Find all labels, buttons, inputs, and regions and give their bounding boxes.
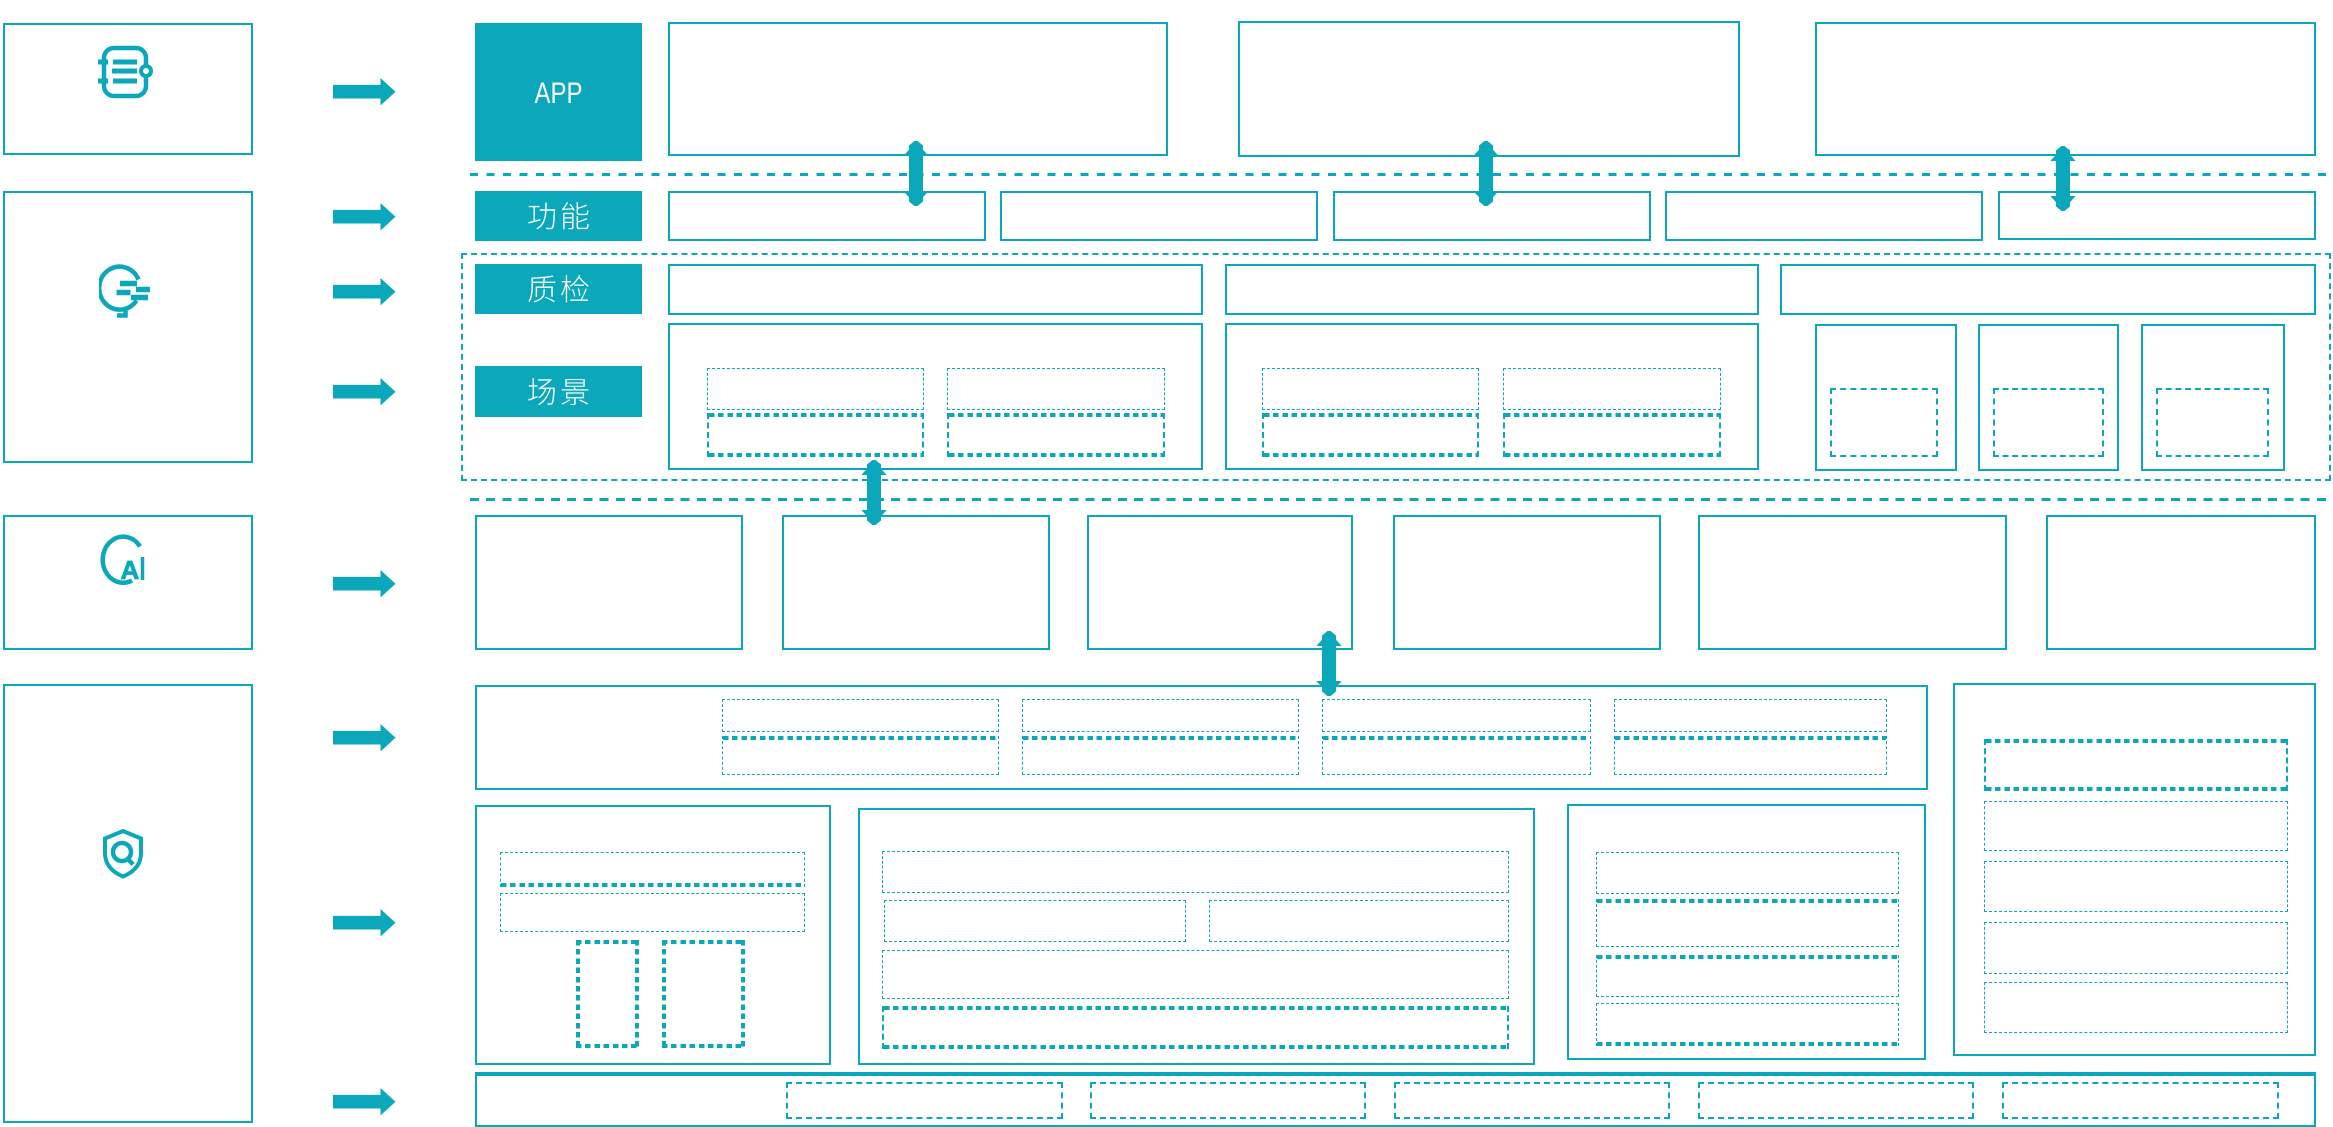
- svg-text:APP: APP: [534, 75, 582, 109]
- svg-text:A: A: [121, 555, 140, 585]
